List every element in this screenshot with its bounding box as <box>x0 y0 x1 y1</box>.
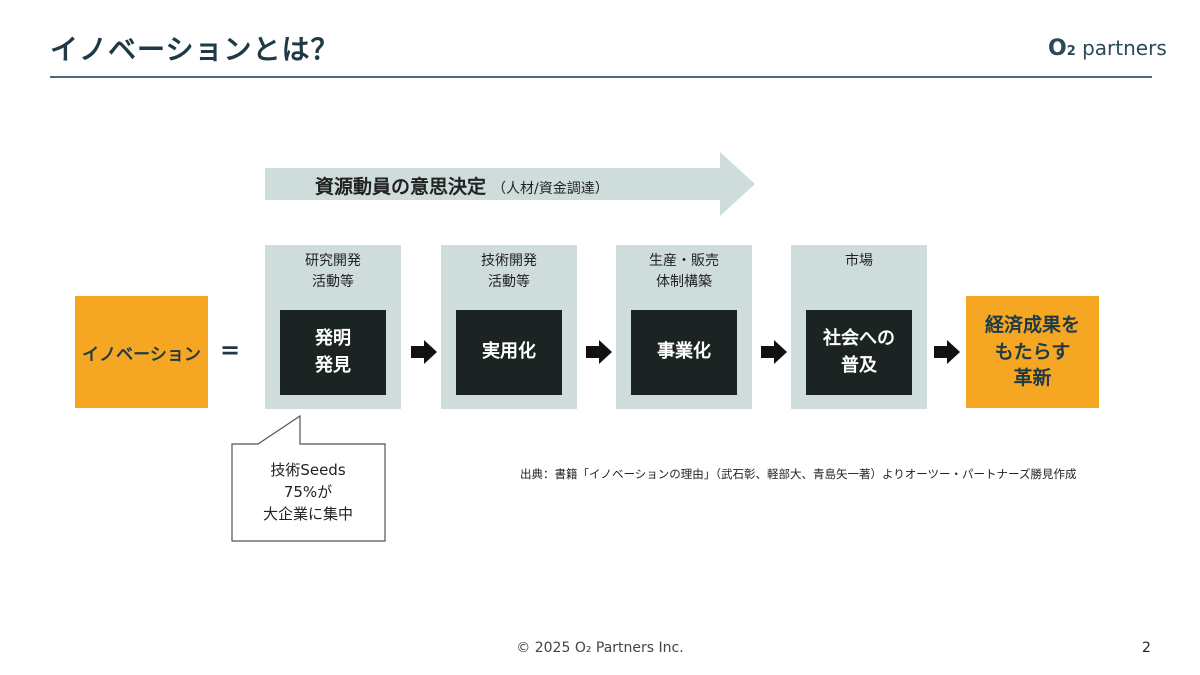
result-line: 経済成果を <box>984 314 1080 337</box>
banner-label: 資源動員の意思決定 （人材/資金調達） <box>315 172 609 199</box>
stage-label-line: 体制構築 <box>656 274 712 290</box>
banner-sub-text: （人材/資金調達） <box>492 181 609 197</box>
stage-box-line: 発見 <box>315 354 351 376</box>
stage-label-line: 生産・販売 <box>649 253 719 269</box>
speech-bubble <box>231 414 386 542</box>
stage-label-line: 活動等 <box>312 274 354 290</box>
header-divider <box>50 76 1152 78</box>
stage-box-line: 事業化 <box>657 341 711 363</box>
innovation-box: イノベーション <box>75 296 208 408</box>
right-arrow-icon <box>586 340 612 364</box>
stage-research: 研究開発 活動等 発明発見 <box>265 245 401 409</box>
stage-box-business: 事業化 <box>631 310 737 395</box>
stage-label: 市場 <box>791 251 927 272</box>
page-number: 2 <box>1142 640 1151 656</box>
equals-sign: = <box>220 336 241 364</box>
stage-label: 生産・販売 体制構築 <box>616 251 752 293</box>
stage-box-line: 実用化 <box>482 341 536 363</box>
logo-letter: O <box>1048 36 1067 61</box>
source-note: 出典：書籍「イノベーションの理由」（武石彰、軽部大、青島矢一著）よりオーツー・パ… <box>520 467 1077 481</box>
right-arrow-icon <box>411 340 437 364</box>
right-arrow-icon <box>761 340 787 364</box>
resource-mobilization-arrow <box>265 152 755 216</box>
stage-box-line: 社会への <box>823 328 895 350</box>
stage-box-line: 発明 <box>315 328 351 350</box>
stage-label-line: 市場 <box>845 253 873 269</box>
stage-label-line: 活動等 <box>488 274 530 290</box>
stage-box-diffusion: 社会への普及 <box>806 310 912 395</box>
stage-market: 市場 社会への普及 <box>791 245 927 409</box>
page-title: イノベーションとは？ <box>50 33 340 66</box>
stage-box-line: 普及 <box>841 354 877 376</box>
company-logo: O2 partners <box>1048 36 1167 61</box>
logo-text: partners <box>1075 36 1167 60</box>
callout-line: 技術Seeds <box>270 461 346 479</box>
stage-development: 技術開発 活動等 実用化 <box>441 245 577 409</box>
stage-box-invention: 発明発見 <box>280 310 386 395</box>
callout-line: 75%が <box>283 482 333 501</box>
callout-line: 大企業に集中 <box>262 504 353 523</box>
copyright: © 2025 O₂ Partners Inc. <box>516 640 684 656</box>
stage-label: 研究開発 活動等 <box>265 251 401 293</box>
stage-label-line: 技術開発 <box>481 253 537 269</box>
banner-main-text: 資源動員の意思決定 <box>315 176 487 198</box>
result-line: 革新 <box>1013 367 1052 390</box>
economic-result-box: 経済成果を もたらす 革新 <box>966 296 1099 408</box>
right-arrow-icon <box>934 340 960 364</box>
callout-text: 技術Seeds 75%が 大企業に集中 <box>232 460 384 525</box>
stage-label: 技術開発 活動等 <box>441 251 577 293</box>
stage-production: 生産・販売 体制構築 事業化 <box>616 245 752 409</box>
logo-subscript: 2 <box>1066 44 1076 59</box>
result-line: もたらす <box>994 340 1071 363</box>
stage-label-line: 研究開発 <box>305 253 361 269</box>
stage-box-practical: 実用化 <box>456 310 562 395</box>
